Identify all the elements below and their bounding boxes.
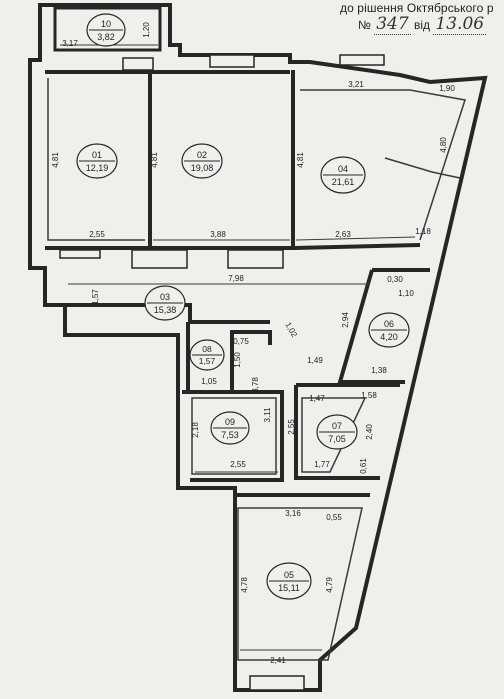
dimension-lines	[48, 44, 416, 651]
dim-label: 2,41	[270, 656, 286, 665]
dimension-labels: 1,20 3,17 4,81 4,81 4,81 3,21 1,90 4,80 …	[51, 22, 455, 665]
room05-inner	[237, 507, 363, 661]
window	[122, 57, 154, 71]
dim-label: 1,05	[201, 377, 217, 386]
room-08-id: 08	[202, 344, 212, 354]
room-01-id: 01	[92, 150, 102, 160]
dim-label: 2,40	[365, 424, 374, 440]
room-10-area: 3,82	[97, 32, 115, 42]
dim-label: 1,57	[91, 289, 100, 305]
room04-inner	[300, 89, 466, 241]
dim-label: 1,38	[371, 366, 387, 375]
wall-rooms-bottom	[45, 243, 421, 250]
room-01-area: 12,19	[86, 163, 109, 173]
wall-room09	[182, 390, 284, 482]
wall-room08	[186, 322, 272, 394]
dim-label: 1,58	[361, 391, 377, 400]
wall-room03-bottom	[65, 303, 270, 324]
room-02-area: 19,08	[191, 163, 214, 173]
dim-label: 2,18	[191, 422, 200, 438]
room-06-area: 4,20	[380, 332, 398, 342]
dim-label: 1,20	[142, 22, 151, 38]
date-prefix: від	[414, 18, 431, 32]
decision-number-line: № 347 від 13.06	[358, 14, 487, 35]
decision-date: 13.06	[433, 14, 487, 35]
room04-partition	[384, 157, 461, 179]
room-04-area: 21,61	[332, 177, 355, 187]
window	[131, 249, 188, 269]
dim-label: 4,81	[51, 152, 60, 168]
dim-label: 1,50	[233, 352, 242, 368]
room09-inner	[191, 397, 277, 475]
dim-label: 0,75	[233, 337, 249, 346]
room-09-id: 09	[225, 417, 235, 427]
room-06-id: 06	[384, 319, 394, 329]
room-09-area: 7,53	[221, 430, 239, 440]
dim-label: 1,49	[307, 356, 323, 365]
dim-label: 4,80	[439, 137, 448, 153]
walls	[28, 3, 488, 692]
room-08-area: 1,57	[199, 356, 216, 366]
dim-label: 1,77	[314, 460, 330, 469]
dim-label: 1,90	[439, 84, 455, 93]
bay-room-wall	[53, 6, 162, 52]
room-05-area: 15,11	[278, 583, 300, 593]
window	[59, 249, 101, 259]
dim-label: 3,88	[210, 230, 226, 239]
dim-label: 3,11	[263, 407, 272, 423]
dim-label: 4,78	[240, 577, 249, 593]
dim-label: 7,98	[228, 274, 244, 283]
dim-label: 3,17	[62, 39, 78, 48]
window	[209, 54, 255, 68]
dim-label: 2,55	[287, 419, 296, 435]
dim-label: 4,81	[150, 152, 159, 168]
dim-label: 1,10	[398, 289, 414, 298]
outer-wall	[28, 3, 488, 692]
number-label: №	[358, 18, 371, 32]
room-marker-dividers	[79, 29, 407, 582]
wall-room06	[337, 268, 430, 384]
dim-label: 2,55	[89, 230, 105, 239]
dim-label: 1,02	[283, 321, 299, 339]
room-03-id: 03	[160, 292, 170, 302]
dim-label: 4,79	[325, 577, 334, 593]
window	[227, 249, 284, 269]
dim-label: 2,55	[230, 460, 246, 469]
room-03-area: 15,38	[154, 305, 177, 315]
room-10-id: 10	[101, 19, 111, 29]
room-markers	[76, 13, 410, 600]
room-07-area: 7,05	[328, 434, 346, 444]
dim-label: 1,47	[309, 394, 325, 403]
dim-label: 3,16	[285, 509, 301, 518]
decision-number: 347	[374, 14, 411, 35]
openings	[59, 54, 385, 691]
room07-inner	[301, 397, 367, 473]
room-05-id: 05	[284, 570, 294, 580]
window	[339, 54, 385, 66]
dim-label: 0,30	[387, 275, 403, 284]
dim-label: 3,21	[348, 80, 364, 89]
decision-caption: до рішення Октябрського р	[340, 1, 494, 15]
room-02-id: 02	[197, 150, 207, 160]
room-04-id: 04	[338, 164, 348, 174]
dim-label: 0,61	[359, 458, 368, 474]
dim-label: 1,18	[415, 227, 431, 236]
dim-label: 2,94	[341, 312, 350, 328]
dim-label: 0,55	[326, 513, 342, 522]
room-labels: 10 3,82 01 12,19 02 19,08 04 21,61 03 15…	[86, 19, 398, 593]
dim-line	[295, 236, 416, 241]
dim-label: 2,63	[335, 230, 351, 239]
wall-room07	[294, 383, 400, 480]
dim-label: 3,78	[251, 377, 260, 393]
room-07-id: 07	[332, 421, 342, 431]
dim-label: 4,81	[296, 152, 305, 168]
window	[249, 675, 305, 691]
